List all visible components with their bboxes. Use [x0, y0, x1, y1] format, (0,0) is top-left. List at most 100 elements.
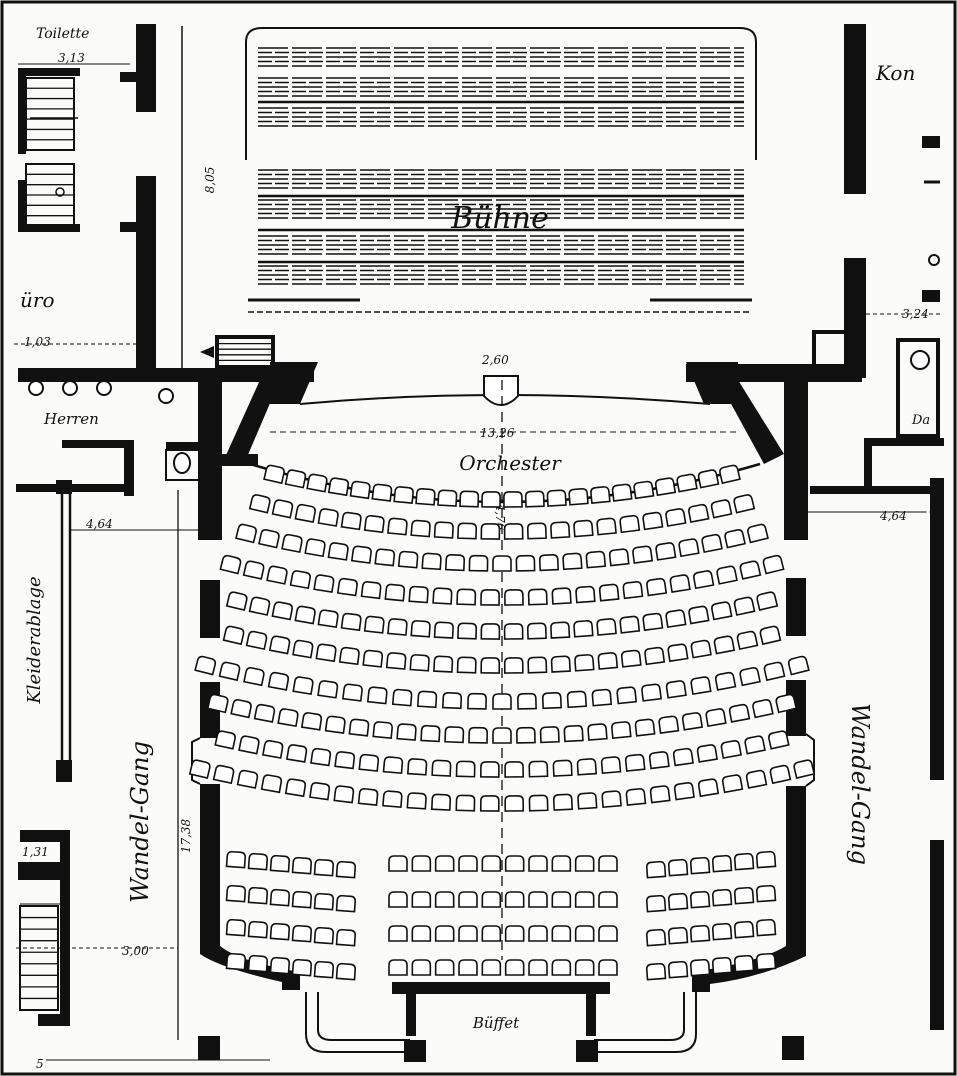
- seat-shape: [539, 726, 560, 744]
- seat: [432, 587, 453, 605]
- seat: [739, 667, 761, 687]
- seat: [769, 764, 792, 785]
- seat: [503, 657, 524, 674]
- seat-shape: [597, 652, 619, 670]
- seat: [504, 891, 525, 908]
- seat: [552, 759, 573, 777]
- seat: [697, 469, 720, 489]
- seat-shape: [762, 554, 785, 575]
- seat: [434, 891, 455, 908]
- seat: [430, 793, 452, 811]
- seat: [608, 548, 630, 567]
- seat: [219, 554, 242, 575]
- seat-shape: [719, 464, 741, 485]
- seat-shape: [340, 612, 362, 632]
- seat: [340, 511, 362, 531]
- seat-shape: [681, 712, 704, 731]
- seat: [292, 676, 314, 696]
- seat-shape: [284, 778, 307, 798]
- seat: [654, 477, 677, 497]
- seat-shape: [253, 703, 276, 723]
- seat-shape: [690, 924, 711, 943]
- seat-shape: [245, 630, 268, 651]
- seat: [300, 712, 323, 731]
- seat-shape: [358, 753, 380, 772]
- seat: [668, 858, 689, 877]
- seat: [335, 860, 356, 879]
- seat: [348, 718, 370, 737]
- seat-shape: [225, 884, 246, 903]
- seat-shape: [327, 542, 349, 561]
- seat-shape: [503, 523, 524, 540]
- side-door: [805, 733, 815, 787]
- seat-shape: [733, 596, 756, 616]
- seat-shape: [620, 649, 642, 668]
- seat: [711, 601, 733, 621]
- seat: [327, 477, 350, 497]
- seat-shape: [350, 545, 372, 564]
- seat-shape: [327, 477, 350, 497]
- seat: [528, 855, 548, 872]
- dimension-stage-depth: 8,05: [203, 167, 217, 194]
- seat: [266, 565, 288, 585]
- seat: [625, 788, 647, 806]
- seat: [528, 794, 549, 812]
- seat: [253, 703, 276, 723]
- wall: [864, 438, 944, 446]
- seat-shape: [324, 715, 346, 734]
- mens-room-label: Herren: [43, 410, 99, 428]
- seat: [658, 715, 680, 734]
- seat: [480, 523, 501, 540]
- seat: [291, 958, 312, 977]
- seat-shape: [481, 891, 502, 908]
- seat: [385, 652, 407, 670]
- seat-shape: [668, 892, 689, 911]
- stage-boards: [258, 47, 744, 285]
- seat-shape: [387, 618, 408, 636]
- seat-shape: [388, 855, 408, 872]
- seat-shape: [313, 858, 334, 877]
- seat-shape: [696, 744, 718, 763]
- seat: [690, 856, 711, 875]
- seat-shape: [601, 790, 622, 809]
- seat-shape: [527, 656, 548, 674]
- seat: [620, 649, 642, 668]
- seat-shape: [366, 686, 388, 705]
- seat-shape: [550, 655, 571, 673]
- seat-shape: [611, 721, 632, 740]
- seat: [480, 657, 501, 674]
- seat-shape: [411, 855, 432, 872]
- seat-shape: [667, 643, 689, 663]
- seat: [681, 712, 704, 731]
- corridor-rail: [594, 992, 685, 1041]
- wall: [60, 830, 70, 1026]
- seat: [269, 922, 290, 941]
- seat-shape: [619, 514, 641, 534]
- seat-shape: [573, 519, 594, 538]
- seat: [587, 723, 608, 741]
- seat-shape: [382, 790, 403, 809]
- seat-shape: [291, 856, 312, 875]
- seat-shape: [431, 759, 452, 777]
- seat: [306, 473, 328, 493]
- wall: [18, 224, 80, 232]
- seat-shape: [769, 764, 792, 785]
- seat-shape: [646, 962, 667, 981]
- seat-shape: [242, 560, 265, 580]
- seat: [458, 855, 478, 872]
- seat-shape: [334, 751, 356, 770]
- seat-shape: [410, 519, 431, 538]
- seat: [678, 538, 700, 558]
- seat-shape: [724, 529, 746, 549]
- seat-shape: [442, 692, 463, 710]
- seat: [317, 680, 339, 699]
- seat-shape: [388, 959, 408, 976]
- seat-shape: [503, 623, 524, 640]
- seat: [238, 735, 260, 755]
- seat-shape: [739, 667, 761, 687]
- staircase: [217, 337, 273, 367]
- seat-shape: [622, 581, 644, 600]
- dimension-right-top: 3,24: [902, 307, 929, 321]
- seat-shape: [528, 925, 548, 942]
- wall: [26, 68, 80, 76]
